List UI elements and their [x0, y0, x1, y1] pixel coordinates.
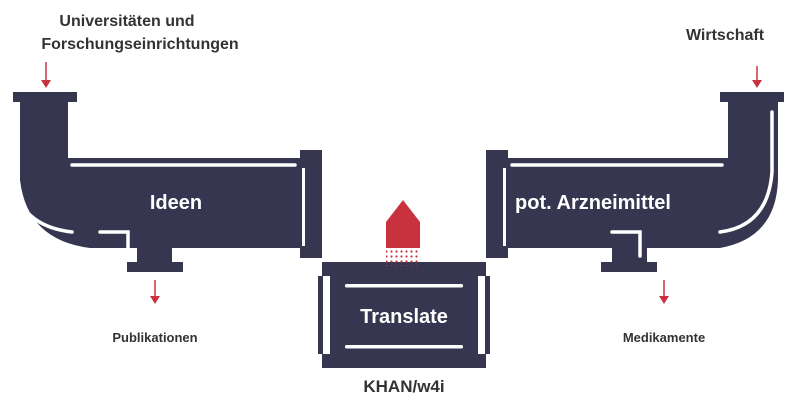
- right-pipe: [486, 92, 784, 272]
- right-input-arrow: [752, 66, 762, 88]
- right-pipe-highlight: [718, 110, 774, 234]
- left-pipe-body: [13, 92, 322, 272]
- left-output-arrow: [150, 280, 160, 304]
- right-input-label: Wirtschaft: [686, 27, 765, 44]
- left-input-label-line1: Universitäten und: [59, 13, 194, 30]
- left-pipe-outlet-highlight: [98, 230, 130, 258]
- left-pipe-label: Ideen: [150, 192, 202, 214]
- center-pipe-highlight-top: [345, 284, 463, 288]
- center-pipe-highlight-bottom: [345, 345, 463, 349]
- footer-caption: KHAN/w4i: [363, 377, 444, 396]
- left-input-label-line2: Forschungseinrichtungen: [41, 36, 238, 53]
- right-pipe-label: pot. Arzneimittel: [515, 192, 671, 214]
- left-pipe-flange-line: [302, 168, 305, 246]
- left-pipe-highlight: [10, 112, 74, 234]
- right-output-arrow: [659, 280, 669, 304]
- right-pipe-body: [486, 92, 784, 272]
- translate-up-arrow: [386, 200, 420, 266]
- right-pipe-outlet-highlight: [610, 230, 642, 258]
- left-output-label: Publikationen: [112, 330, 197, 345]
- right-output-label: Medikamente: [623, 330, 705, 345]
- left-pipe: [10, 92, 322, 272]
- center-pipe: [318, 262, 490, 368]
- right-pipe-flange-line: [503, 168, 506, 246]
- left-input-arrow: [41, 62, 51, 88]
- center-pipe-label: Translate: [360, 306, 448, 328]
